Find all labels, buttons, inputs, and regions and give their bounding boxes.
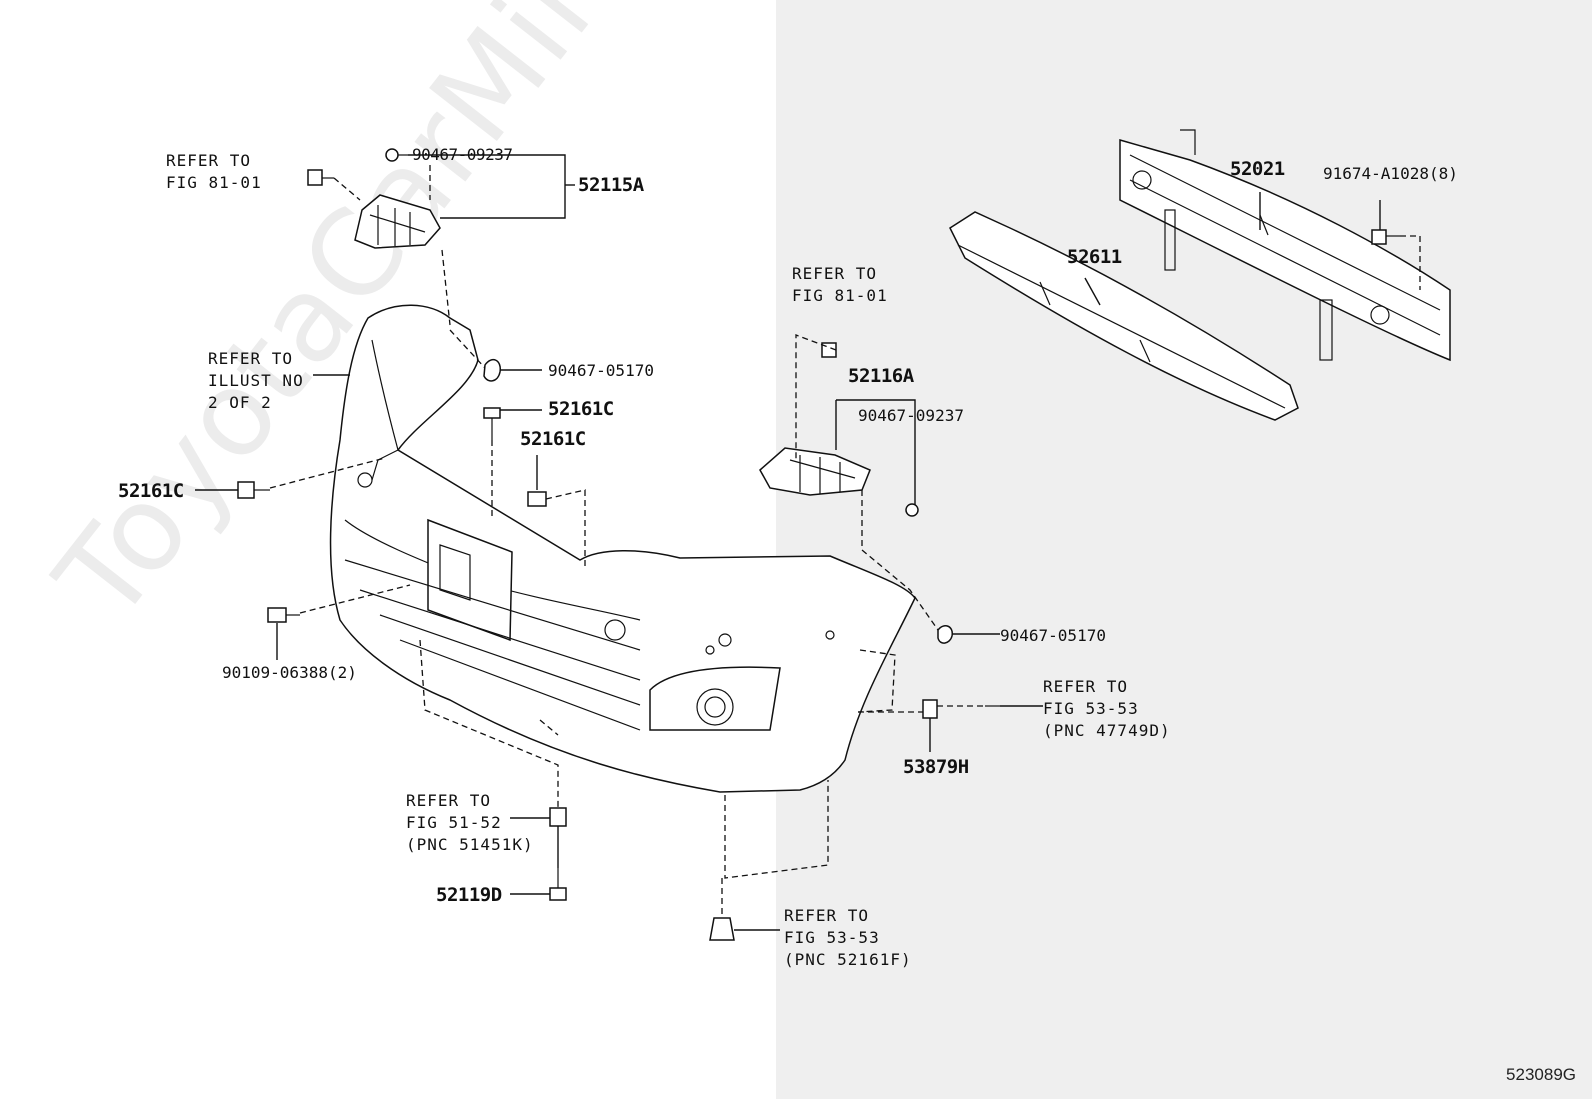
refer-fig-53-53-right: REFER TO FIG 53-53 (PNC 47749D) (1043, 677, 1171, 740)
refer-fig-81-01-mid: REFER TO FIG 81-01 (792, 264, 888, 305)
part-90467-05170-mid: 90467-05170 (1000, 626, 1106, 645)
part-52611: 52611 (1067, 246, 1122, 268)
part-52161C-upper: 52161C (548, 398, 614, 420)
bumper-cover (329, 304, 916, 793)
refer-fig-81-01-left: REFER TO FIG 81-01 (166, 151, 262, 192)
leader-lines (195, 154, 1421, 931)
refer-fig-53-53-bottom: REFER TO FIG 53-53 (PNC 52161F) (784, 906, 912, 969)
part-52115A: 52115A (578, 174, 644, 196)
bracket-52115A (354, 194, 441, 249)
part-90109-06388: 90109-06388(2) (222, 663, 357, 682)
fasteners (237, 148, 1400, 941)
refer-fig-51-52: REFER TO FIG 51-52 (PNC 51451K) (406, 791, 534, 854)
absorber-52611 (949, 211, 1299, 421)
part-52161C-lower: 52161C (520, 428, 586, 450)
part-52116A: 52116A (848, 365, 914, 387)
refer-illust-no: REFER TO ILLUST NO 2 OF 2 (208, 349, 304, 412)
part-52119D: 52119D (436, 884, 502, 906)
part-52161C-left: 52161C (118, 480, 184, 502)
part-91674-A1028: 91674-A1028(8) (1323, 164, 1458, 183)
reinforcement-52021 (1119, 129, 1451, 362)
part-52021: 52021 (1230, 158, 1285, 180)
part-90467-05170-top: 90467-05170 (548, 361, 654, 380)
bracket-52116A (759, 447, 871, 496)
part-90467-09237-mid: 90467-09237 (858, 406, 964, 425)
part-53879H: 53879H (903, 756, 969, 778)
figure-code: 523089G (1506, 1065, 1576, 1084)
part-90467-09237-top: 90467-09237 (412, 145, 513, 164)
